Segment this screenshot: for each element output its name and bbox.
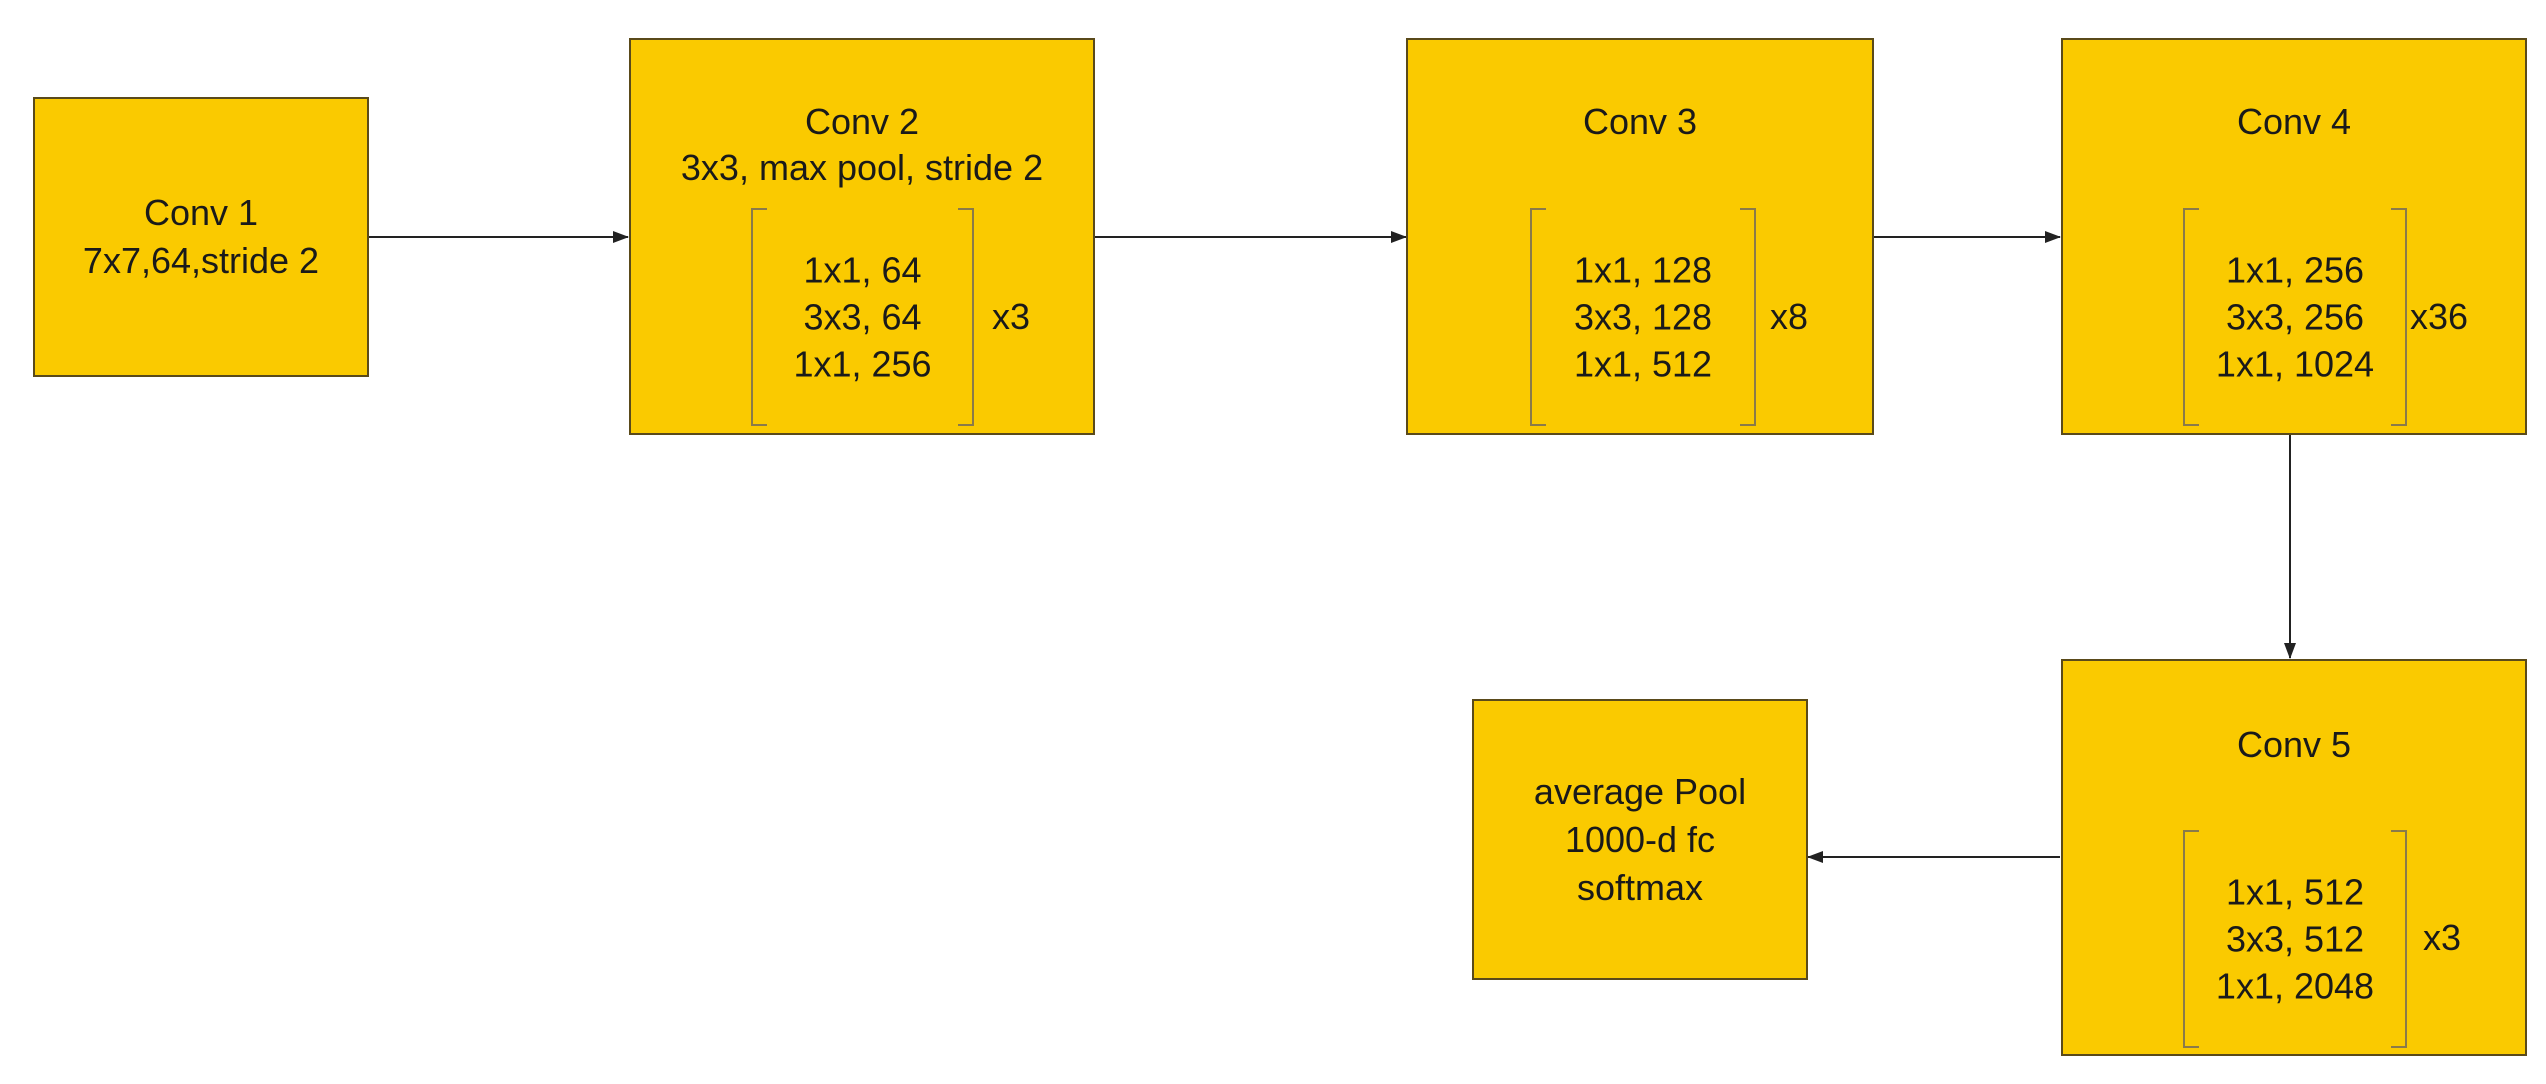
- conv3-row-3: 1x1, 512: [1573, 343, 1713, 385]
- conv3-bottleneck-matrix: 1x1, 128 3x3, 128 1x1, 512: [1530, 208, 1756, 426]
- head-line-2: 1000-d fc: [1564, 818, 1716, 860]
- head-block: average Pool 1000-d fc softmax: [1472, 699, 1808, 980]
- right-bracket: [2391, 208, 2407, 426]
- conv5-block: Conv 5 1x1, 512 3x3, 512 1x1, 2048 x3: [2061, 659, 2527, 1056]
- conv4-bottleneck-matrix: 1x1, 256 3x3, 256 1x1, 1024: [2183, 208, 2407, 426]
- conv1-title: Conv 1: [143, 192, 259, 233]
- right-bracket: [1740, 208, 1756, 426]
- conv2-block: Conv 2 3x3, max pool, stride 2 1x1, 64 3…: [629, 38, 1095, 435]
- right-bracket: [2391, 830, 2407, 1048]
- conv2-row-1: 1x1, 64: [803, 249, 922, 291]
- left-bracket: [751, 208, 767, 426]
- conv2-subtitle: 3x3, max pool, stride 2: [680, 147, 1044, 188]
- conv4-title: Conv 4: [2236, 101, 2352, 142]
- conv2-row-2: 3x3, 64: [803, 296, 922, 338]
- conv1-subtitle: 7x7,64,stride 2: [82, 240, 320, 281]
- conv3-block: Conv 3 1x1, 128 3x3, 128 1x1, 512 x8: [1406, 38, 1874, 435]
- left-bracket: [1530, 208, 1546, 426]
- head-line-3: softmax: [1576, 866, 1704, 908]
- conv3-repeat: x8: [1770, 296, 1809, 337]
- conv3-row-1: 1x1, 128: [1573, 249, 1713, 291]
- conv4-block: Conv 4 1x1, 256 3x3, 256 1x1, 1024 x36: [2061, 38, 2527, 435]
- conv2-repeat: x3: [992, 296, 1031, 337]
- left-bracket: [2183, 830, 2199, 1048]
- conv4-repeat: x36: [2410, 296, 2469, 337]
- conv2-row-3: 1x1, 256: [793, 343, 932, 385]
- conv5-repeat: x3: [2423, 917, 2462, 958]
- conv5-title: Conv 5: [2236, 724, 2352, 765]
- conv4-row-2: 3x3, 256: [2225, 296, 2365, 338]
- conv5-row-2: 3x3, 512: [2225, 918, 2365, 960]
- conv3-row-2: 3x3, 128: [1573, 296, 1713, 338]
- conv2-title: Conv 2: [804, 101, 920, 142]
- left-bracket: [2183, 208, 2199, 426]
- conv4-row-3: 1x1, 1024: [2215, 343, 2375, 385]
- conv1-block: Conv 1 7x7,64,stride 2: [33, 97, 369, 377]
- conv5-row-3: 1x1, 2048: [2215, 965, 2375, 1007]
- conv2-bottleneck-matrix: 1x1, 64 3x3, 64 1x1, 256: [751, 208, 974, 426]
- right-bracket: [958, 208, 974, 426]
- head-line-1: average Pool: [1533, 770, 1747, 812]
- conv5-bottleneck-matrix: 1x1, 512 3x3, 512 1x1, 2048: [2183, 830, 2407, 1048]
- conv5-row-1: 1x1, 512: [2225, 871, 2365, 913]
- conv3-title: Conv 3: [1582, 101, 1698, 142]
- conv4-row-1: 1x1, 256: [2225, 249, 2365, 291]
